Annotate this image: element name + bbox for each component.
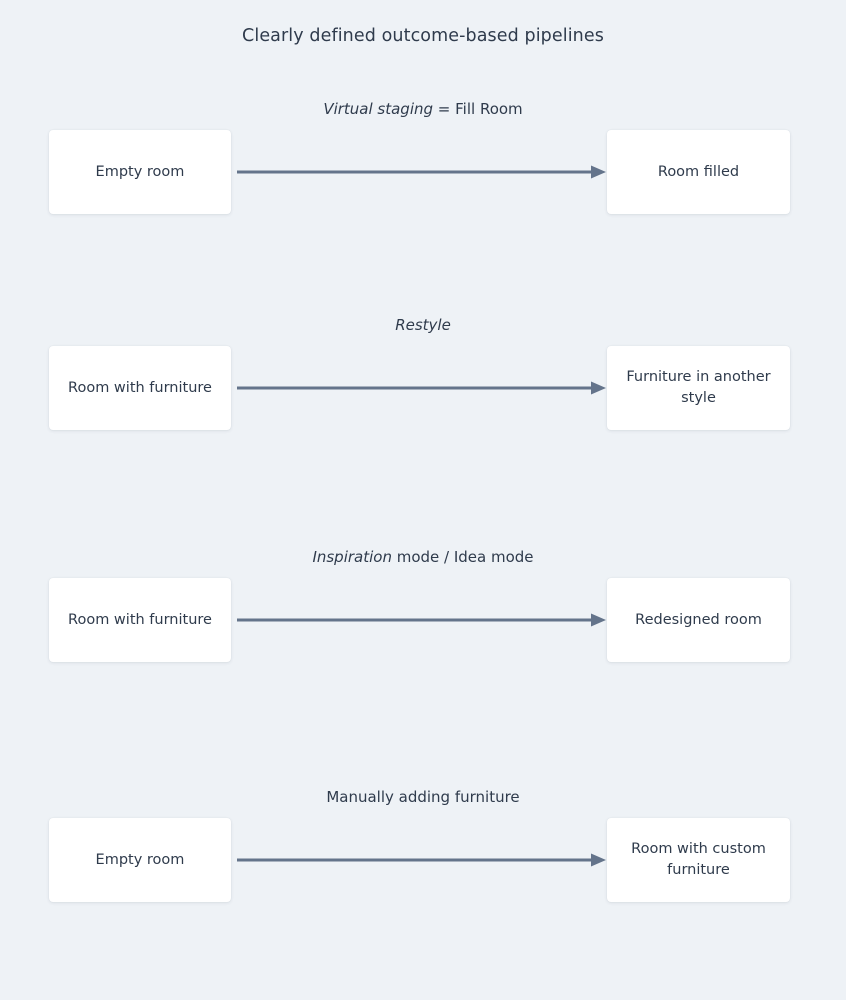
pipeline-row: Manually adding furniture Empty room Roo… <box>0 784 846 904</box>
source-node[interactable]: Room with furniture <box>49 578 231 662</box>
target-node-label: Room with custom furniture <box>631 841 766 878</box>
arrow-icon <box>237 613 606 627</box>
source-node[interactable]: Empty room <box>49 818 231 902</box>
source-node-label: Empty room <box>95 163 185 180</box>
flow-arrow <box>237 164 607 180</box>
pipeline-label-plain: Manually adding furniture <box>326 788 520 806</box>
target-node-label: Redesigned room <box>635 611 762 628</box>
pipeline-label-emphasis: Restyle <box>395 316 451 334</box>
arrow-icon <box>237 165 606 179</box>
pipeline-label: Manually adding furniture <box>0 788 846 806</box>
source-node[interactable]: Room with furniture <box>49 346 231 430</box>
target-node-label: Furniture in another style <box>626 369 771 406</box>
pipeline-row: Restyle Room with furniture Furniture in… <box>0 312 846 432</box>
arrow-icon <box>237 381 606 395</box>
pipeline-row: Virtual staging = Fill Room Empty room R… <box>0 96 846 216</box>
pipeline-label-plain: mode / Idea mode <box>391 548 534 566</box>
target-node[interactable]: Furniture in another style <box>607 346 790 430</box>
target-node[interactable]: Room filled <box>607 130 790 214</box>
page-title: Clearly defined outcome-based pipelines <box>242 26 604 46</box>
source-node[interactable]: Empty room <box>49 130 231 214</box>
target-node-label: Room filled <box>657 163 740 180</box>
target-node[interactable]: Room with custom furniture <box>607 818 790 902</box>
flow-arrow <box>237 852 607 868</box>
pipeline-label: Inspiration mode / Idea mode <box>0 548 846 566</box>
pipeline-row: Inspiration mode / Idea mode Room with f… <box>0 544 846 664</box>
pipeline-label: Restyle <box>0 316 846 334</box>
pipeline-label-plain: = Fill Room <box>433 100 523 118</box>
pipeline-label-emphasis: Inspiration <box>312 548 392 566</box>
arrow-icon <box>237 853 606 867</box>
source-node-label: Empty room <box>95 851 185 868</box>
flow-arrow <box>237 380 607 396</box>
target-node[interactable]: Redesigned room <box>607 578 790 662</box>
source-node-label: Room with furniture <box>68 379 212 396</box>
flow-arrow <box>237 612 607 628</box>
pipeline-label: Virtual staging = Fill Room <box>0 100 846 118</box>
pipeline-label-emphasis: Virtual staging <box>323 100 434 118</box>
source-node-label: Room with furniture <box>68 611 212 628</box>
